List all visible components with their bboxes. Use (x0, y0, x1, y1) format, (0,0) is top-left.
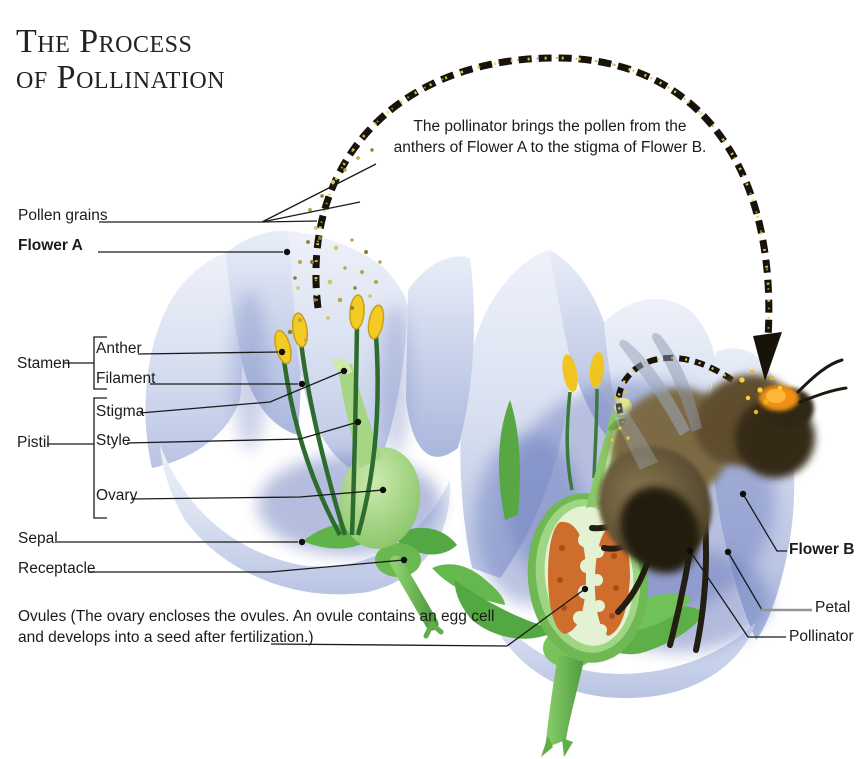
callout-line-2: anthers of Flower A to the stigma of Flo… (393, 139, 707, 156)
pollination-callout: The pollinator brings the pollen from th… (360, 116, 740, 158)
title-line-2: of Pollination (16, 59, 226, 96)
flower-a-illustration (145, 230, 474, 639)
arrowhead-icon (753, 332, 782, 381)
label-petal: Petal (815, 599, 851, 616)
label-stigma: Stigma (96, 403, 145, 420)
label-ovules-note: Ovules (The ovary encloses the ovules. A… (18, 606, 495, 648)
label-pollen-grains: Pollen grains (18, 207, 108, 224)
pollen-grain-specks (287, 148, 782, 442)
label-style: Style (96, 432, 131, 449)
page-title: The Process of Pollination (16, 24, 225, 96)
leader-dots (278, 248, 747, 593)
bee-wings (598, 333, 702, 470)
bee-illustration (589, 333, 848, 653)
label-stamen: Stamen (17, 355, 71, 372)
label-sepal: Sepal (18, 530, 58, 547)
label-filament: Filament (96, 370, 156, 387)
label-flower-a: Flower A (18, 237, 83, 254)
leader-lines (47, 163, 787, 647)
label-flower-b: Flower B (789, 541, 855, 558)
label-ovary: Ovary (96, 487, 138, 504)
pollen-arc (287, 54, 782, 442)
title-line-1: The Process (16, 23, 193, 60)
ovules-note-line-1: Ovules (The ovary encloses the ovules. A… (18, 608, 495, 625)
label-pistil: Pistil (17, 434, 50, 451)
callout-line-1: The pollinator brings the pollen from th… (413, 118, 687, 135)
label-anther: Anther (96, 340, 142, 357)
ovules-note-line-2: and develops into a seed after fertiliza… (18, 629, 314, 646)
label-receptacle: Receptacle (18, 560, 96, 577)
label-pollinator: Pollinator (789, 628, 854, 645)
